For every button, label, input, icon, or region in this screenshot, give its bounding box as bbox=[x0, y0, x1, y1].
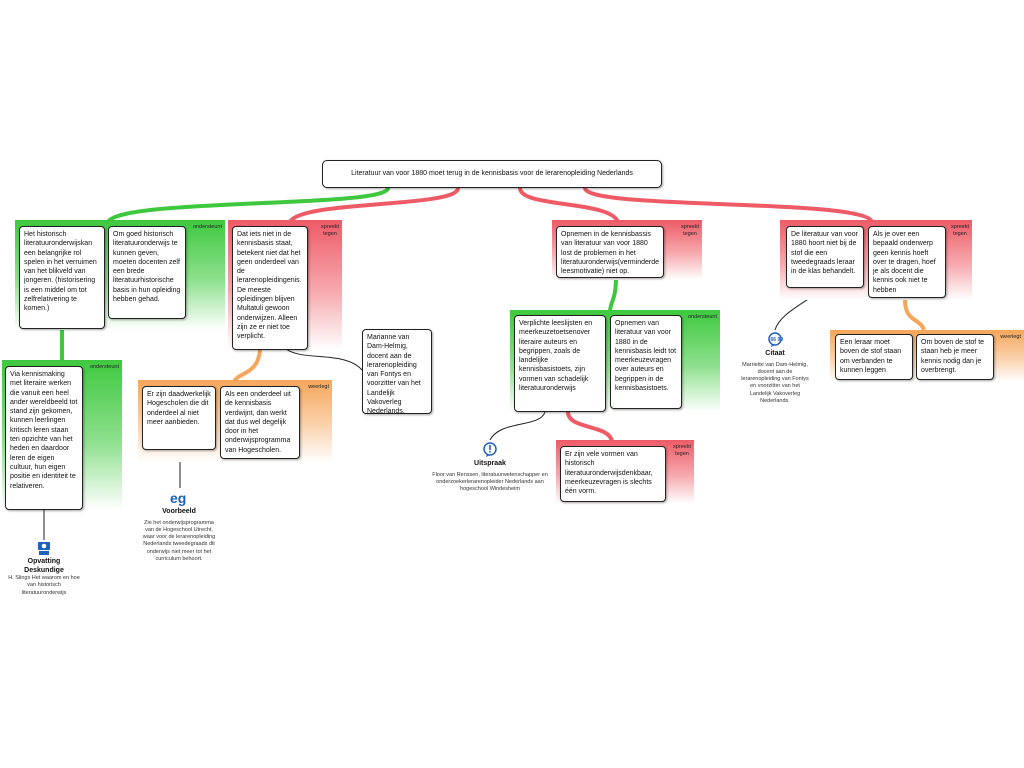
node-marianne[interactable]: Marianne van Dam-Helmig, docent aan de l… bbox=[362, 329, 432, 415]
node-geen-kennis[interactable]: Als je over een bepaald onderwerp geen k… bbox=[868, 226, 946, 298]
band-label: ondersteunt bbox=[192, 224, 222, 230]
link-root-oppose3 bbox=[583, 186, 874, 224]
band-label: ondersteunt bbox=[687, 314, 717, 320]
node-kennismaking[interactable]: Via kennismaking met literaire werken di… bbox=[5, 366, 83, 510]
node-meer-kennis[interactable]: Om boven de stof te staan heb je meer ke… bbox=[916, 334, 994, 380]
node-tweedegraads[interactable]: De literatuur van voor 1880 hoort niet b… bbox=[786, 226, 864, 288]
svg-text:eg: eg bbox=[170, 490, 186, 506]
band-label: weerlegt bbox=[308, 384, 329, 390]
node-historisch-literatuuronderwijs[interactable]: Het historisch literatuuronderwijskan ee… bbox=[19, 226, 105, 329]
band-label: weerlegt bbox=[1000, 334, 1021, 340]
link-root-support bbox=[106, 186, 390, 224]
annotation-uitspraak: Uitspraak Floor van Renssen, literatuurw… bbox=[428, 442, 552, 493]
node-opnemen-kennisbasis[interactable]: Opnemen in de kennisbassis van literatuu… bbox=[556, 226, 664, 278]
teacher-icon bbox=[38, 542, 50, 555]
link-n13-n14 bbox=[903, 299, 926, 331]
link-n8-n9 bbox=[608, 277, 618, 313]
node-daadwerkelijk[interactable]: Er zijn daadwerkelijk Hogescholen die di… bbox=[142, 386, 216, 450]
node-verplichte-leeslijsten[interactable]: Verplichte leeslijsten en meerkeuzetoets… bbox=[514, 315, 606, 412]
eg-icon: eg bbox=[170, 490, 186, 506]
node-boven-de-stof[interactable]: Een leraar moet boven de stof staan om v… bbox=[835, 334, 913, 380]
quote-icon: 66 99 bbox=[768, 332, 784, 347]
node-verdwijnt[interactable]: Als een onderdeel uit de kennisbasis ver… bbox=[220, 386, 300, 459]
link-root-oppose1 bbox=[288, 187, 460, 224]
link-n4-n6 bbox=[232, 349, 262, 384]
node-niet-in-kennisbasis[interactable]: Dat iets niet in de kennisbasis staat, b… bbox=[232, 226, 308, 350]
link-n9-uitspraak bbox=[489, 411, 546, 441]
link-n4-n5 bbox=[284, 347, 363, 371]
band-label: ondersteunt bbox=[89, 364, 119, 370]
node-meerkeuzevragen[interactable]: Opnemen van literatuur van voor 1880 in … bbox=[610, 315, 682, 409]
exclamation-icon bbox=[483, 442, 497, 457]
node-docenten-basis[interactable]: Om goed historisch literatuuronderwijs t… bbox=[108, 226, 186, 319]
root-node[interactable]: Literatuur van voor 1880 moet terug in d… bbox=[322, 160, 662, 188]
annotation-citaat: 66 99 Citaat Marriette van Dam-Helmig, d… bbox=[740, 332, 810, 405]
link-root-oppose2 bbox=[518, 187, 620, 224]
node-vele-vormen[interactable]: Er zijn vele vormen van historisch liter… bbox=[560, 446, 666, 502]
annotation-voorbeeld: eg Voorbeeld Zie het onderwijsprogramma … bbox=[142, 490, 216, 562]
root-label: Literatuur van voor 1880 moet terug in d… bbox=[351, 170, 633, 178]
svg-text:66 99: 66 99 bbox=[771, 337, 784, 343]
link-n9-n11 bbox=[566, 411, 614, 443]
